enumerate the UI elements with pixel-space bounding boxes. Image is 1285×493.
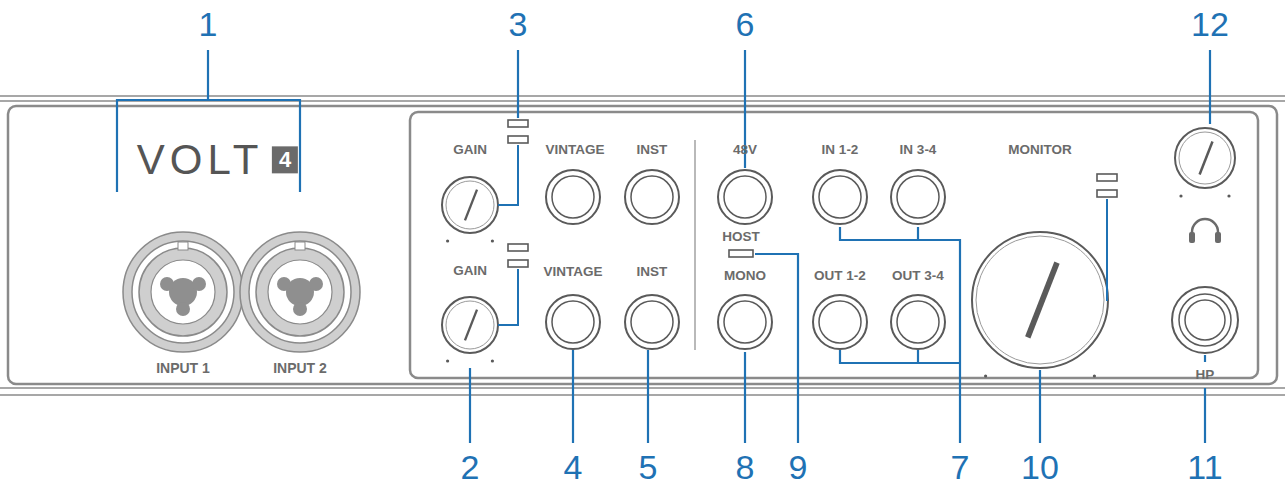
panel-label: VINTAGE: [543, 264, 602, 280]
callout-number: 3: [509, 5, 528, 44]
panel-label: MONITOR: [1008, 142, 1072, 158]
panel-label: OUT 3-4: [892, 268, 944, 284]
callout-number: 11: [1187, 448, 1222, 487]
panel-label: IN 1-2: [822, 142, 859, 158]
panel-label: INST: [637, 142, 668, 158]
panel-label: GAIN: [453, 263, 487, 279]
panel-label: HP: [1196, 367, 1215, 383]
panel-label: OUT 1-2: [814, 268, 866, 284]
panel-label: MONO: [724, 268, 766, 284]
panel-label: INST: [637, 264, 668, 280]
panel-label: HOST: [722, 229, 760, 245]
brand-logo: VOLT: [137, 136, 264, 184]
callout-number: 10: [1021, 448, 1059, 487]
input-label: INPUT 1: [156, 360, 210, 376]
callout-number: 4: [564, 448, 583, 487]
callout-number: 5: [639, 448, 658, 487]
input-label: INPUT 2: [273, 360, 327, 376]
callout-number: 6: [736, 5, 755, 44]
callout-number: 7: [951, 448, 970, 487]
callout-number: 8: [736, 448, 755, 487]
panel-label: VINTAGE: [545, 142, 604, 158]
panel-label: GAIN: [453, 142, 487, 158]
callout-number: 2: [461, 448, 480, 487]
callout-number: 1: [199, 5, 218, 44]
callout-number: 12: [1191, 5, 1229, 44]
model-number: 4: [272, 146, 298, 173]
panel-label: 48V: [733, 142, 757, 158]
panel-label: IN 3-4: [900, 142, 937, 158]
callout-number: 9: [789, 448, 808, 487]
